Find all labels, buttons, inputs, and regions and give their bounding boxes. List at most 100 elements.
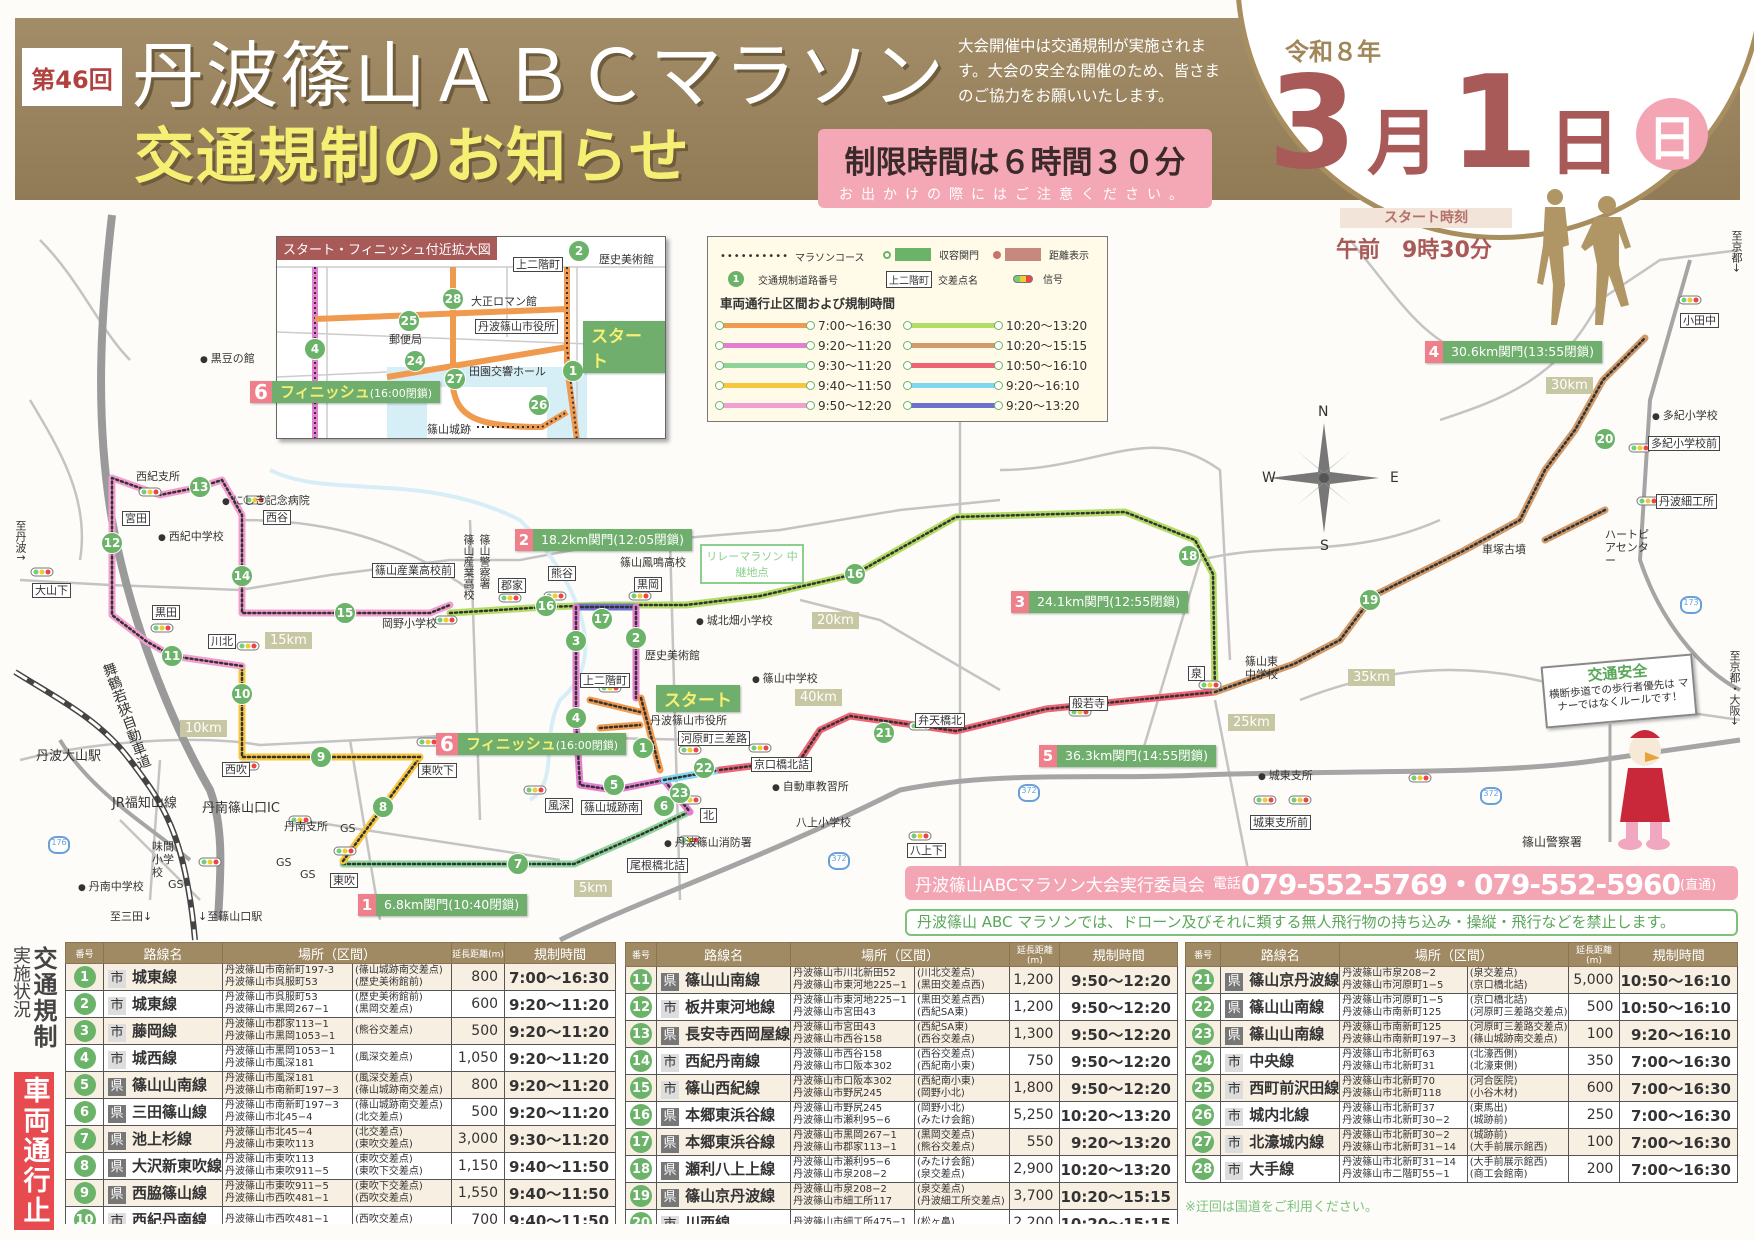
crossing-to: (大手前展示館西)	[1469, 1142, 1548, 1153]
crossing-label: 般若寺	[1069, 696, 1108, 711]
route-name-cell: 県池上杉線	[102, 1125, 224, 1153]
route-name-cell: 県本郷東浜谷線	[656, 1128, 792, 1156]
address-from: 丹波篠山市風深181	[225, 1073, 315, 1084]
road-shield-372: 372	[828, 852, 850, 870]
route-number-badge: 6	[73, 1101, 96, 1123]
road-type-badge: 市	[108, 970, 126, 988]
landmark-label: 篠山中学校	[752, 672, 818, 687]
inset-landmark-museum: 歴史美術館	[599, 253, 654, 266]
column-header-name: 路線名	[656, 942, 792, 967]
legend-route-number-icon: 1	[728, 271, 744, 287]
traffic-signal-icon	[138, 487, 162, 497]
route-number: 19	[1359, 589, 1381, 611]
route-number-cell: 10	[65, 1206, 104, 1224]
route-name: 篠山山南線	[1249, 1025, 1325, 1043]
address-to: 丹波篠山市宮田43	[793, 1007, 876, 1018]
direction-label: 至三田↓	[110, 910, 153, 923]
relay-text: リレーマラソン 中継地点	[706, 550, 798, 579]
route-number: 8	[372, 796, 394, 818]
crossing-cell: (京口橋北詰)(河原町三差路交差点)	[1466, 993, 1569, 1021]
time-cell: 10:20〜13:20	[1059, 1101, 1178, 1129]
route-number: 15	[334, 602, 356, 624]
route-name: 川西線	[685, 1214, 731, 1224]
route-number-cell: 19	[625, 1182, 658, 1210]
road-type-badge: 市	[108, 1213, 126, 1224]
crossing-to: (黒田交差点西)	[916, 980, 985, 991]
inset-start-label: スタート	[583, 321, 665, 373]
address-to: 丹波篠山市河原町1−5	[1342, 980, 1444, 991]
route-name-cell: 県長安寺西岡屋線	[656, 1020, 792, 1048]
route-number-badge: 22	[1192, 996, 1215, 1018]
legend-item: 10:20〜13:20	[903, 317, 1087, 334]
crossing-cell: (河原町三差路交差点)(篠山城跡南交差点)	[1466, 1020, 1569, 1048]
inset-route-number: 24	[404, 350, 426, 372]
phone-numbers: 079-552-5769・079-552-5960	[1240, 868, 1681, 901]
legend-line-swatch	[903, 401, 1003, 410]
time-cell: 7:00〜16:30	[1619, 1155, 1738, 1183]
traffic-signal-icon	[748, 743, 772, 753]
time-cell: 9:50〜12:20	[1059, 1047, 1178, 1075]
crossing-to: (黒岡交差点)	[355, 1004, 413, 1015]
crossing-to: (北濠東側)	[1469, 1061, 1518, 1072]
route-number: 18	[1178, 545, 1200, 567]
date-month-unit: 月	[1367, 101, 1440, 185]
landmark-label: 八上小学校	[796, 816, 851, 829]
route-name: 大沢新東吹線	[132, 1157, 223, 1175]
km-marker-25: 25km	[1228, 714, 1275, 731]
finish-close-time: (16:00閉鎖)	[555, 739, 618, 752]
legend-item: 9:40〜11:50	[715, 377, 892, 394]
traffic-signal-icon	[1678, 295, 1702, 305]
landmark-label: 歴史美術館	[645, 649, 700, 662]
crossing-to: (丹波細工所交差点)	[916, 1196, 1005, 1207]
crossing-cell: (岡野小北)(みたけ会館)	[913, 1101, 1011, 1129]
road-type-badge: 県	[108, 1132, 126, 1150]
route-name-cell: 市大手線	[1220, 1155, 1341, 1183]
crossing-from: (松ヶ鼻)	[916, 1217, 955, 1224]
time-cell: 9:40〜11:50	[504, 1179, 617, 1207]
legend-line-swatch	[903, 361, 1003, 370]
landmark-label: 西紀支所	[136, 470, 180, 483]
crossing-label: 川北	[208, 634, 236, 649]
time-cell: 7:00〜16:30	[1619, 1074, 1738, 1102]
route-number-badge: 10	[73, 1209, 96, 1224]
crossing-from: (城跡前)	[1469, 1130, 1508, 1141]
road-type-badge: 県	[1225, 1000, 1244, 1018]
crossing-to: (城跡前)	[1469, 1115, 1508, 1126]
road-type-badge: 市	[1225, 1081, 1244, 1099]
route-name: 城東線	[132, 995, 178, 1013]
crossing-to: (西吹交差点)	[355, 1193, 413, 1204]
crossing-from: (泉交差点)	[1469, 968, 1518, 979]
time-cell: 9:20〜11:20	[504, 1017, 617, 1045]
crossing-from: (黒岡交差点)	[916, 1130, 975, 1141]
side-label-sub: 実施状況	[10, 946, 31, 1018]
route-number: 3	[565, 630, 587, 652]
direction-label: 至京都→	[1730, 230, 1743, 273]
crossing-label: 篠山産業高校前	[372, 563, 455, 578]
crossing-label: 大山下	[32, 583, 71, 598]
landmark-label: 車塚古墳	[1482, 543, 1526, 556]
crossing-label: 尾根橋北詰	[627, 858, 688, 873]
crossing-from: (東吹下交差点)	[355, 1181, 423, 1192]
crossing-cell: (西紀南小東)(岡野小北)	[913, 1074, 1011, 1102]
landmark-label: 黒豆の館	[200, 352, 255, 367]
route-number-badge: 26	[1192, 1104, 1215, 1126]
side-label-closure: 車両通行止	[14, 1072, 54, 1230]
route-name-cell: 市川西線	[656, 1209, 792, 1224]
date-day: 1	[1449, 49, 1539, 198]
gate-number: 1	[358, 894, 376, 916]
crossing-from: (河原町三差路交差点)	[1469, 1022, 1568, 1033]
traffic-signal-icon	[1198, 680, 1222, 690]
